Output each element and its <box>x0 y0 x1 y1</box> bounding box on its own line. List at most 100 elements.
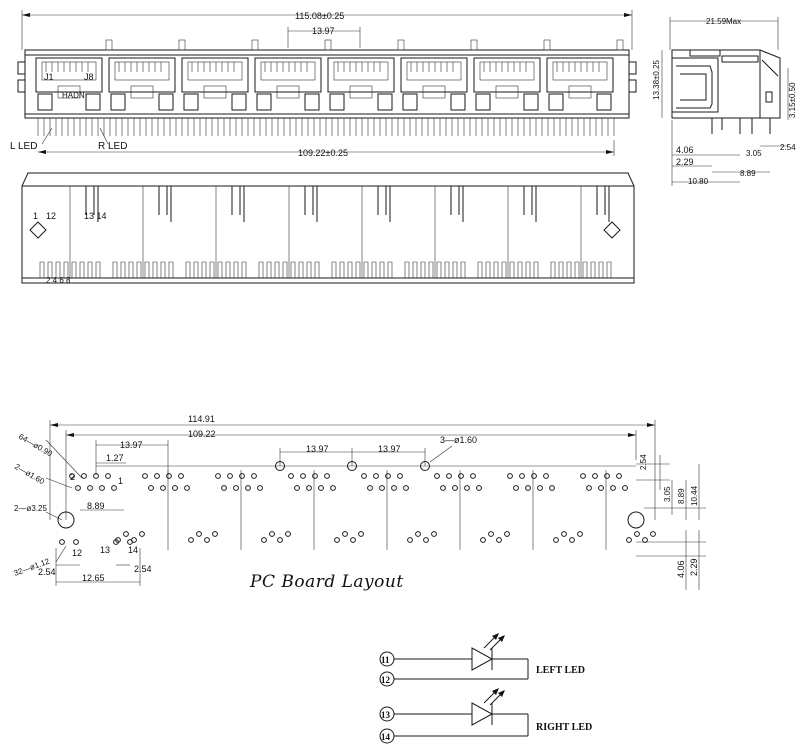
left-led-text: LEFT LED <box>536 665 585 676</box>
pcb-dim-1265: 12.65 <box>82 573 105 583</box>
contact-slot <box>412 261 418 278</box>
contact-slot <box>306 261 312 278</box>
pcb-signal-hole <box>580 473 586 479</box>
pcb-signal-hole <box>111 485 117 491</box>
pcb-signal-hole <box>288 473 294 479</box>
led-window-left <box>256 93 272 111</box>
contact-slot <box>404 261 410 278</box>
rj45-port <box>108 57 176 93</box>
port-opening <box>187 61 243 81</box>
side-width-dim: 21.59Max <box>706 17 741 26</box>
contact-slot <box>550 261 556 278</box>
led-window-left <box>329 93 345 111</box>
pcb-signal-hole <box>75 485 81 491</box>
led-window-left <box>110 93 126 111</box>
contact-slot <box>460 261 466 278</box>
pcb-dim-254-a: 2.54 <box>38 567 56 577</box>
pcb-led-hole <box>350 537 356 543</box>
pcb-signal-hole <box>99 485 105 491</box>
pcb-right-254: 2.54 <box>639 454 648 470</box>
pcb-led-hole <box>423 537 429 543</box>
locator-hole-a <box>275 461 285 471</box>
pcb-signal-hole <box>379 485 385 491</box>
contact-slot <box>144 261 150 278</box>
latch <box>203 85 227 99</box>
pcb-right-889: 8.89 <box>677 488 686 504</box>
pcb-led-hole <box>650 531 656 537</box>
pin-j1-label: J1 <box>44 72 54 82</box>
pin-14-label: 14 <box>381 732 391 742</box>
pcb-signal-hole <box>300 473 306 479</box>
overall-width-dim: 115.08±0.25 <box>295 11 344 21</box>
led-schematic: 11 12 LEFT LED 13 14 RIGHT LED <box>379 633 592 744</box>
pcb-led-hole <box>342 531 348 537</box>
front-view: 115.08±0.25 13.97 J1 J8 HADN L LED R LED… <box>10 10 637 158</box>
pcb-signal-hole <box>154 473 160 479</box>
contact-slot <box>558 261 564 278</box>
pcb-right-406: 4.06 <box>676 560 686 578</box>
pcb-led-hole <box>358 531 364 537</box>
pin-11-label: 11 <box>381 655 390 665</box>
contact-slot <box>477 261 483 278</box>
contact-slot <box>485 261 491 278</box>
contact-slot <box>95 261 101 278</box>
pcb-signal-hole <box>507 473 513 479</box>
pcb-width-pins: 109.22 <box>188 429 216 439</box>
tab-top <box>470 39 478 51</box>
pcb-signal-hole <box>604 473 610 479</box>
contact-slot <box>258 261 264 278</box>
pcb-signal-hole <box>257 485 263 491</box>
contact-slot <box>217 261 223 278</box>
stud-height-dim: 3.15±0.50 <box>788 82 797 118</box>
port-pitch-dim: 13.97 <box>312 26 335 36</box>
pcb-led-hole <box>277 537 283 543</box>
led-window-left <box>402 93 418 111</box>
tab-top <box>616 39 624 51</box>
pcb-signal-hole <box>312 473 318 479</box>
latch <box>495 85 519 99</box>
contact-slot <box>493 261 499 278</box>
port-opening <box>406 61 462 81</box>
latch <box>422 85 446 99</box>
pcb-label-14: 14 <box>128 545 138 555</box>
pcb-signal-hole <box>373 473 379 479</box>
contact-slot <box>339 261 345 278</box>
pcb-signal-hole <box>513 485 519 491</box>
pcb-signal-hole <box>330 485 336 491</box>
pcb-led-hole <box>269 531 275 537</box>
contact-slot <box>574 261 580 278</box>
led-window-right <box>85 93 101 111</box>
pcb-signal-hole <box>446 473 452 479</box>
locator-hole-c <box>420 461 430 471</box>
contact-slot <box>160 261 166 278</box>
pcb-signal-hole <box>622 485 628 491</box>
pcb-signal-hole <box>397 473 403 479</box>
side-dim-1080: 10.80 <box>688 177 709 186</box>
contact-slot <box>501 261 507 278</box>
latch <box>276 85 300 99</box>
pcb-signal-hole <box>148 485 154 491</box>
contact-slot <box>387 261 393 278</box>
contact-slot <box>282 261 288 278</box>
pcb-led-hole <box>204 537 210 543</box>
tab-top <box>543 39 551 51</box>
pcb-signal-hole <box>87 485 93 491</box>
pcb-signal-hole <box>391 485 397 491</box>
pcb-label-12: 12 <box>72 548 82 558</box>
contact-slot <box>79 261 85 278</box>
pcb-label-2: 2 <box>70 472 75 482</box>
port-opening <box>479 61 535 81</box>
pcb-dim-127: 1.27 <box>106 453 124 463</box>
contact-slot <box>290 261 296 278</box>
tab-top <box>105 39 113 51</box>
pcb-signal-hole <box>81 473 87 479</box>
side-dim-254: 2.54 <box>780 143 796 152</box>
side-dim-229: 2.29 <box>676 157 694 167</box>
contact-slot <box>452 261 458 278</box>
pcb-led-hole <box>577 531 583 537</box>
pcb-signal-hole <box>464 485 470 491</box>
contact-slot <box>55 261 61 278</box>
latch <box>130 85 154 99</box>
pin-13-label: 13 <box>381 710 391 720</box>
